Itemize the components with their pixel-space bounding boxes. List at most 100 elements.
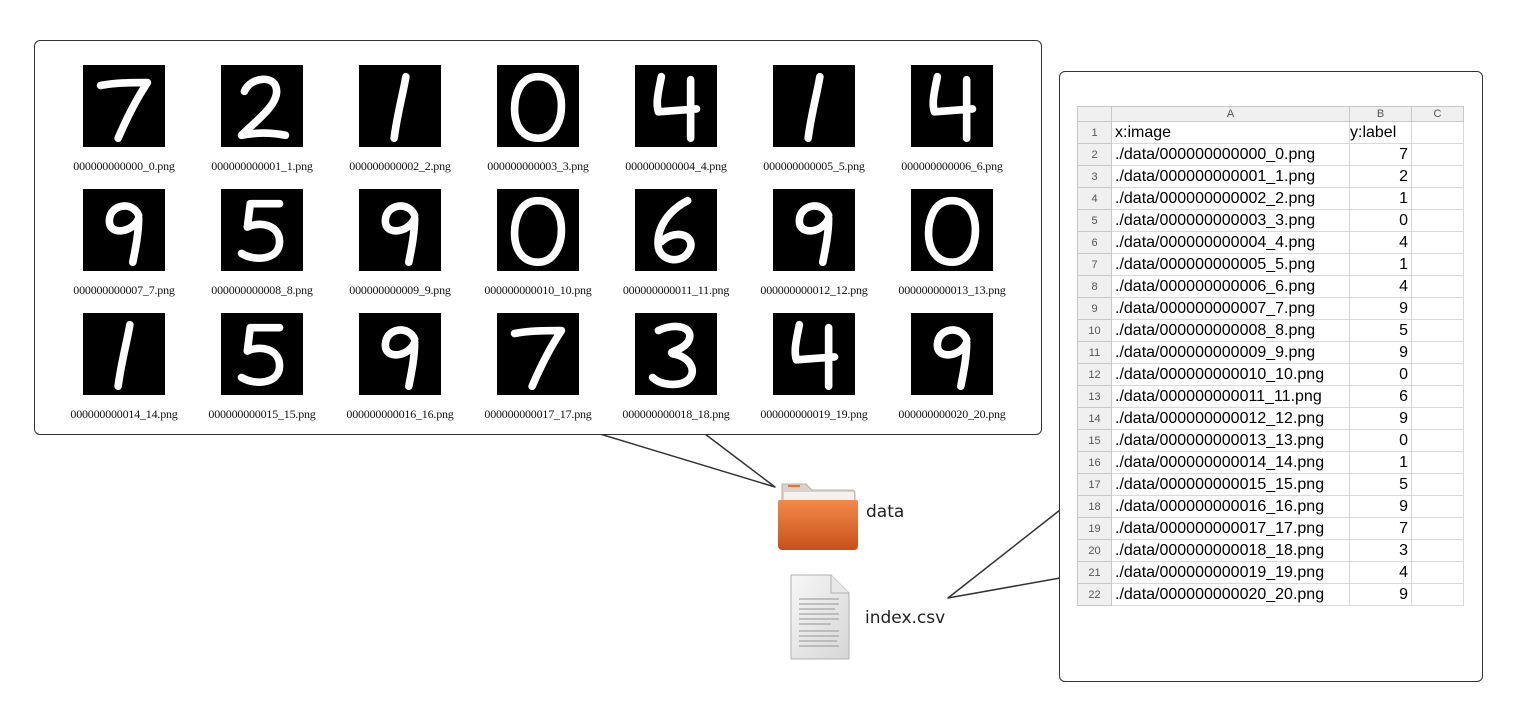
image-thumbnail[interactable]: 000000000014_14.png [55, 313, 193, 437]
row-number[interactable]: 11 [1077, 341, 1112, 364]
cell-b[interactable]: 4 [1349, 231, 1412, 254]
cell-c[interactable] [1411, 165, 1464, 188]
cell-a[interactable]: ./data/000000000016_16.png [1111, 495, 1350, 518]
row-number[interactable]: 2 [1077, 143, 1112, 166]
row-number[interactable]: 1 [1077, 121, 1112, 144]
cell-b[interactable]: 1 [1349, 187, 1412, 210]
cell-c[interactable] [1411, 495, 1464, 518]
cell-c[interactable] [1411, 231, 1464, 254]
cell-b[interactable]: 2 [1349, 165, 1412, 188]
cell-a[interactable]: ./data/000000000004_4.png [1111, 231, 1350, 254]
cell-b[interactable]: 9 [1349, 407, 1412, 430]
cell-b[interactable]: 9 [1349, 495, 1412, 518]
cell-c[interactable] [1411, 297, 1464, 320]
row-number[interactable]: 8 [1077, 275, 1112, 298]
image-thumbnail[interactable]: 000000000016_16.png [331, 313, 469, 437]
cell-b[interactable]: 6 [1349, 385, 1412, 408]
cell-b[interactable]: 0 [1349, 363, 1412, 386]
cell-b[interactable]: 1 [1349, 253, 1412, 276]
cell-a[interactable]: ./data/000000000015_15.png [1111, 473, 1350, 496]
cell-a[interactable]: ./data/000000000010_10.png [1111, 363, 1350, 386]
column-header[interactable]: A [1111, 106, 1350, 122]
cell-c[interactable] [1411, 275, 1464, 298]
image-thumbnail[interactable]: 000000000017_17.png [469, 313, 607, 437]
row-number[interactable]: 13 [1077, 385, 1112, 408]
image-thumbnail[interactable]: 000000000008_8.png [193, 189, 331, 313]
cell-c[interactable] [1411, 473, 1464, 496]
cell-a[interactable]: ./data/000000000006_6.png [1111, 275, 1350, 298]
row-number[interactable]: 18 [1077, 495, 1112, 518]
image-thumbnail[interactable]: 000000000011_11.png [607, 189, 745, 313]
cell-a[interactable]: ./data/000000000020_20.png [1111, 583, 1350, 606]
cell-a[interactable]: ./data/000000000013_13.png [1111, 429, 1350, 452]
row-number[interactable]: 15 [1077, 429, 1112, 452]
cell-b[interactable]: 9 [1349, 341, 1412, 364]
cell-b[interactable]: 3 [1349, 539, 1412, 562]
image-thumbnail[interactable]: 000000000012_12.png [745, 189, 883, 313]
cell-a[interactable]: ./data/000000000017_17.png [1111, 517, 1350, 540]
row-number[interactable]: 5 [1077, 209, 1112, 232]
cell-c[interactable] [1411, 143, 1464, 166]
image-thumbnail[interactable]: 000000000013_13.png [883, 189, 1021, 313]
row-number[interactable]: 12 [1077, 363, 1112, 386]
column-header[interactable]: B [1349, 106, 1412, 122]
column-header[interactable]: C [1411, 106, 1464, 122]
cell-c[interactable] [1411, 341, 1464, 364]
corner-cell[interactable] [1077, 106, 1112, 122]
row-number[interactable]: 4 [1077, 187, 1112, 210]
image-thumbnail[interactable]: 000000000018_18.png [607, 313, 745, 437]
cell-c[interactable] [1411, 429, 1464, 452]
cell-a[interactable]: ./data/000000000005_5.png [1111, 253, 1350, 276]
cell-c[interactable] [1411, 451, 1464, 474]
cell-a[interactable]: ./data/000000000001_1.png [1111, 165, 1350, 188]
row-number[interactable]: 20 [1077, 539, 1112, 562]
image-thumbnail[interactable]: 000000000000_0.png [55, 65, 193, 189]
cell-b[interactable]: 9 [1349, 297, 1412, 320]
image-thumbnail[interactable]: 000000000015_15.png [193, 313, 331, 437]
cell-a[interactable]: ./data/000000000011_11.png [1111, 385, 1350, 408]
cell-b[interactable]: 9 [1349, 583, 1412, 606]
image-thumbnail[interactable]: 000000000001_1.png [193, 65, 331, 189]
cell-b[interactable]: 0 [1349, 209, 1412, 232]
image-thumbnail[interactable]: 000000000010_10.png [469, 189, 607, 313]
cell-c[interactable] [1411, 363, 1464, 386]
image-thumbnail[interactable]: 000000000002_2.png [331, 65, 469, 189]
image-thumbnail[interactable]: 000000000006_6.png [883, 65, 1021, 189]
image-thumbnail[interactable]: 000000000009_9.png [331, 189, 469, 313]
image-thumbnail[interactable]: 000000000004_4.png [607, 65, 745, 189]
row-number[interactable]: 22 [1077, 583, 1112, 606]
cell-c[interactable] [1411, 121, 1464, 144]
image-thumbnail[interactable]: 000000000007_7.png [55, 189, 193, 313]
cell-b[interactable]: 4 [1349, 561, 1412, 584]
cell-a[interactable]: ./data/000000000002_2.png [1111, 187, 1350, 210]
cell-b[interactable]: 7 [1349, 517, 1412, 540]
cell-a[interactable]: ./data/000000000014_14.png [1111, 451, 1350, 474]
image-thumbnail[interactable]: 000000000019_19.png [745, 313, 883, 437]
row-number[interactable]: 6 [1077, 231, 1112, 254]
data-folder[interactable]: data [778, 478, 918, 553]
cell-b[interactable]: 5 [1349, 319, 1412, 342]
cell-b[interactable]: 7 [1349, 143, 1412, 166]
cell-c[interactable] [1411, 253, 1464, 276]
row-number[interactable]: 21 [1077, 561, 1112, 584]
cell-b[interactable]: 0 [1349, 429, 1412, 452]
cell-c[interactable] [1411, 209, 1464, 232]
cell-a[interactable]: ./data/000000000008_8.png [1111, 319, 1350, 342]
cell-a[interactable]: ./data/000000000007_7.png [1111, 297, 1350, 320]
row-number[interactable]: 19 [1077, 517, 1112, 540]
cell-b[interactable]: 1 [1349, 451, 1412, 474]
row-number[interactable]: 7 [1077, 253, 1112, 276]
cell-c[interactable] [1411, 583, 1464, 606]
row-number[interactable]: 3 [1077, 165, 1112, 188]
cell-b[interactable]: y:label [1349, 121, 1412, 144]
index-csv-file[interactable]: index.csv [789, 573, 949, 661]
image-thumbnail[interactable]: 000000000020_20.png [883, 313, 1021, 437]
cell-c[interactable] [1411, 517, 1464, 540]
cell-a[interactable]: ./data/000000000012_12.png [1111, 407, 1350, 430]
image-thumbnail[interactable]: 000000000003_3.png [469, 65, 607, 189]
row-number[interactable]: 16 [1077, 451, 1112, 474]
row-number[interactable]: 9 [1077, 297, 1112, 320]
cell-c[interactable] [1411, 407, 1464, 430]
cell-c[interactable] [1411, 319, 1464, 342]
image-thumbnail[interactable]: 000000000005_5.png [745, 65, 883, 189]
